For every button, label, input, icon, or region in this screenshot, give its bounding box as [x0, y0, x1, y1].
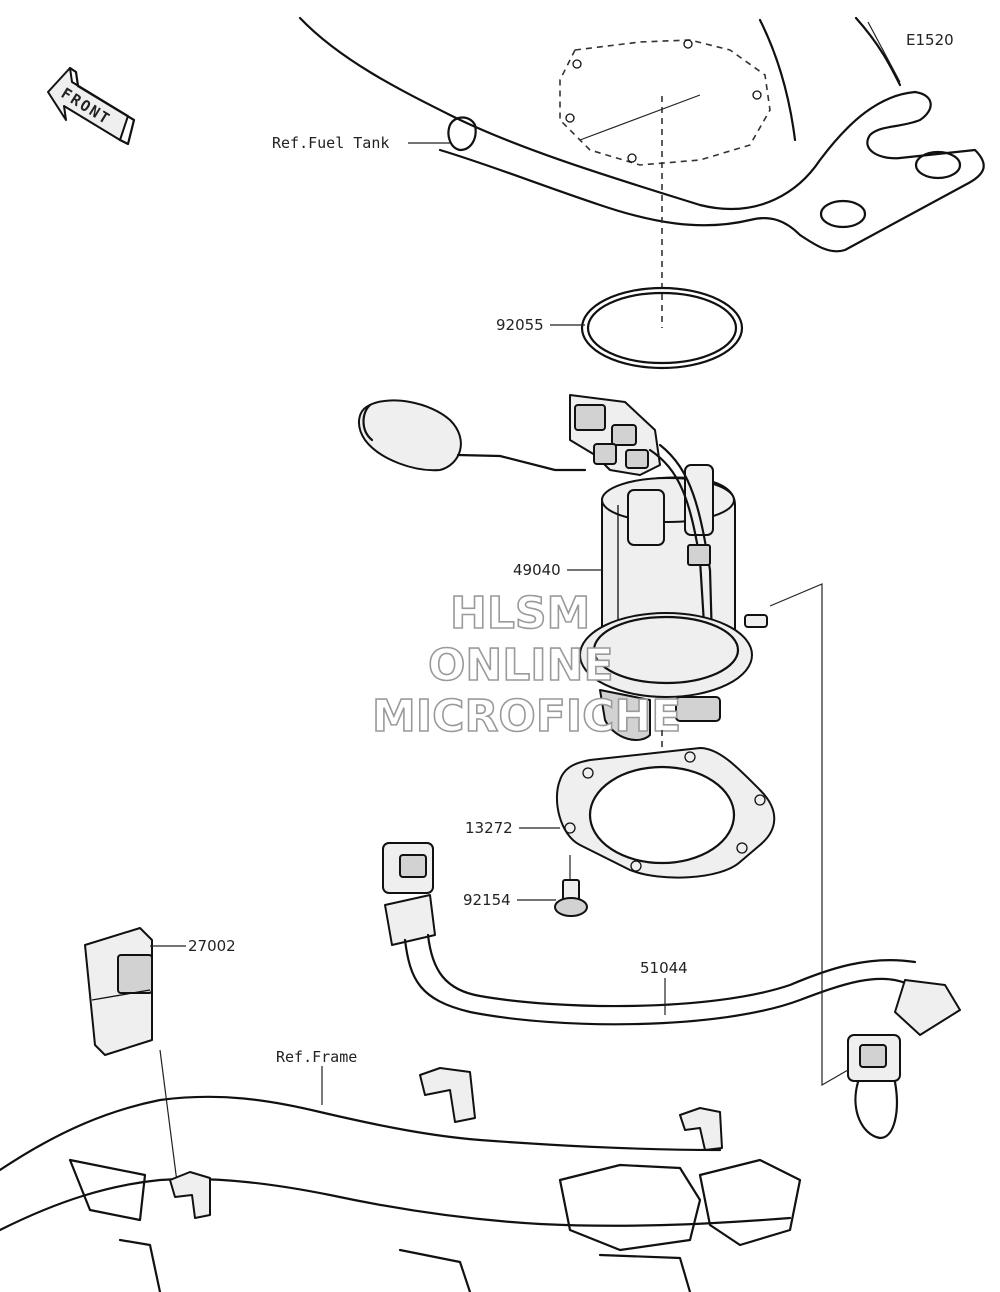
watermark: HLSM ONLINE MICROFICHE [371, 587, 682, 743]
watermark-line-3: MICROFICHE [372, 691, 681, 742]
part-label-92055: 92055 [496, 316, 544, 334]
fuel-tank-outline [298, 16, 985, 253]
fuel-pump-49040 [358, 394, 768, 741]
ref-fuel-tank-label: Ref.Fuel Tank [272, 134, 389, 152]
watermark-line-2: ONLINE [428, 640, 614, 691]
part-label-27002: 27002 [188, 937, 236, 955]
frame-outline [0, 1067, 802, 1292]
part-label-49040: 49040 [513, 561, 561, 579]
o-ring-92055 [580, 286, 744, 370]
part-label-13272: 13272 [465, 819, 513, 837]
part-label-92154: 92154 [463, 891, 511, 909]
relay-27002 [84, 927, 179, 1191]
bolt-92154 [554, 855, 588, 917]
ref-frame-label: Ref.Frame [276, 1048, 357, 1066]
front-arrow-icon: FRONT [47, 66, 136, 146]
watermark-line-1: HLSM [450, 588, 590, 639]
diagram-code: E1520 [906, 31, 954, 49]
part-label-51044: 51044 [640, 959, 688, 977]
fuel-hose-51044 [382, 583, 961, 1140]
gasket-13272 [555, 730, 776, 879]
